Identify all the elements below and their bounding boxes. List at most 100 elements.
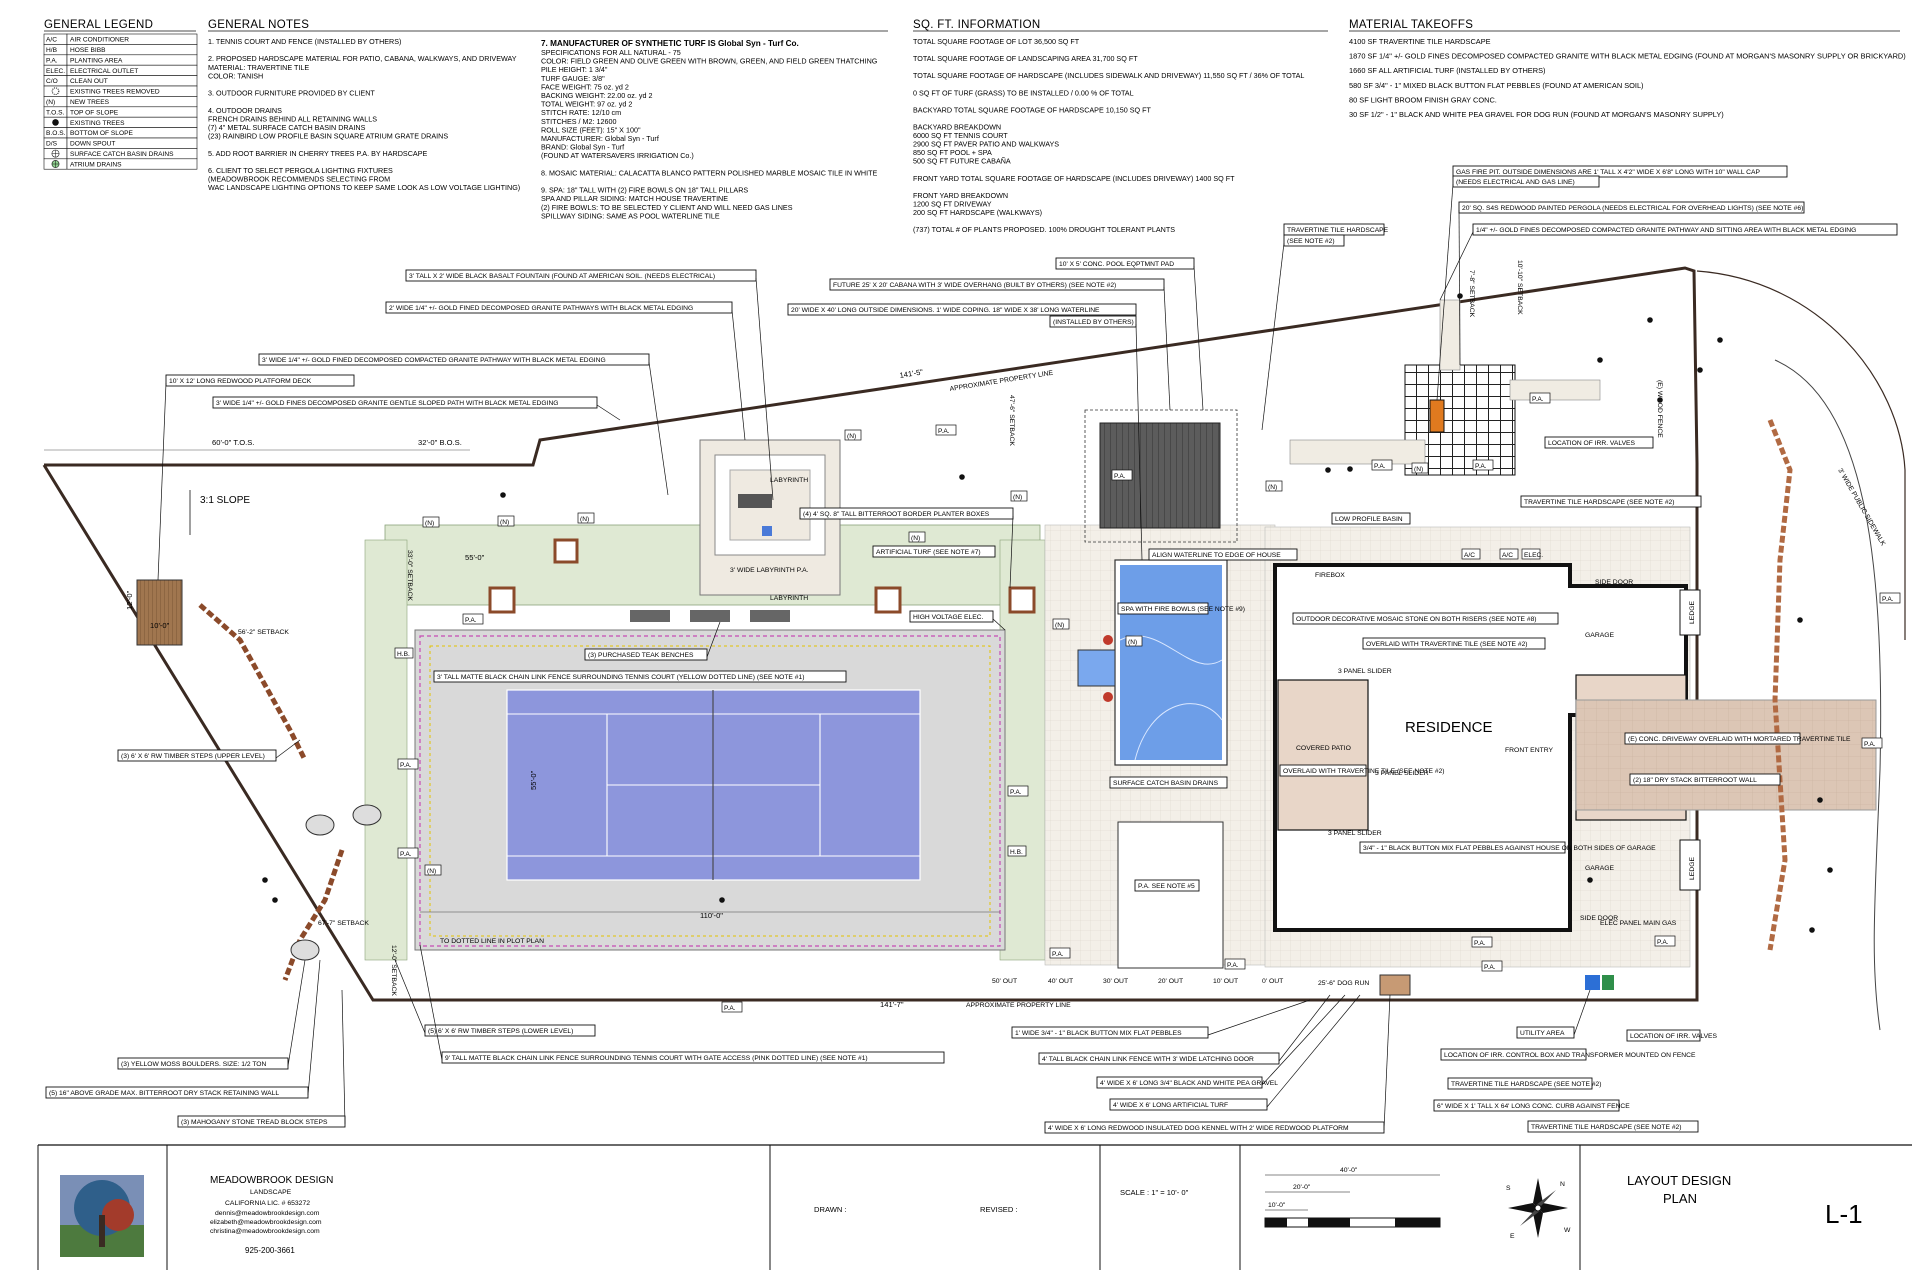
setback-12: 12'-0" SETBACK: [390, 945, 397, 996]
callout-tread-steps: (3) MAHOGANY STONE TREAD BLOCK STEPS: [177, 1115, 346, 1128]
retaining-wall-lower: [282, 849, 345, 981]
new-tree-tag: (N): [908, 531, 926, 543]
callout-pebbles-house-text: 3/4" - 1" BLACK BUTTON MIX FLAT PEBBLES …: [1363, 845, 1656, 852]
callout-dg-sitting-area: 1/4" +/- GOLD FINES DECOMPOSED COMPACTED…: [1472, 223, 1898, 236]
leader-line: [157, 382, 167, 581]
note-line: 1870 SF 1/4" +/- GOLD FINES DECOMPOSED C…: [1349, 52, 1906, 61]
email-3[interactable]: christina@meadowbrookdesign.com: [210, 1228, 320, 1235]
callout-pool-dims-text: 20' WIDE X 40' LONG OUTSIDE DIMENSIONS. …: [791, 307, 1100, 314]
company-sub: LANDSCAPE: [250, 1189, 292, 1196]
prop-line-bottom-dim: 141'-7": [880, 1000, 904, 1009]
planting-area-tag-text: P.A.: [1532, 396, 1544, 403]
existing-tree-icon: [1325, 467, 1331, 473]
callout-irr-valves-top-text: LOCATION OF IRR. VALVES: [1548, 440, 1635, 447]
new-tree-tag-text: (N): [1414, 466, 1423, 473]
compass-w: W: [1564, 1227, 1571, 1234]
callout-dg-sitting-area-text: 1/4" +/- GOLD FINES DECOMPOSED COMPACTED…: [1476, 227, 1856, 234]
pool-out-dims: 50' OUT 40' OUT 30' OUT 20' OUT 10' OUT …: [992, 978, 1283, 985]
callout-trav-bottom-1: TRAVERTINE TILE HARDSCAPE (SEE NOTE #2): [1447, 1077, 1602, 1090]
planting-area-tag-text: P.A.: [1474, 940, 1486, 947]
leader-line: [287, 959, 306, 1067]
callout-irr-valves-top: LOCATION OF IRR. VALVES: [1544, 436, 1654, 449]
new-tree-tag-text: (N): [911, 535, 920, 542]
callout-trav-bottom-2: TRAVERTINE TILE HARDSCAPE (SEE NOTE #2): [1527, 1120, 1699, 1133]
planting-area-tag: P.A.: [462, 613, 484, 625]
note-line: BACKYARD BREAKDOWN: [913, 123, 1001, 132]
callout-pool-dims: 20' WIDE X 40' LONG OUTSIDE DIMENSIONS. …: [787, 303, 1137, 316]
note-line: PILE HEIGHT: 1 3/4": [541, 65, 608, 74]
callout-dry-stack: (2) 18" DRY STACK BITTERROOT WALL: [1629, 773, 1781, 786]
callout-pa-note5: P.A. SEE NOTE #5: [1134, 879, 1200, 892]
planting-area-south-pool: [1117, 821, 1224, 969]
planting-area-tag: P.A.: [721, 1001, 743, 1013]
sheet-title-1: LAYOUT DESIGN: [1627, 1173, 1731, 1188]
callout-overlay-trav-text: OVERLAID WITH TRAVERTINE TILE (SEE NOTE …: [1366, 641, 1528, 648]
scale-40: 40'-0": [1340, 1167, 1358, 1174]
callout-low-profile-text: LOW PROFILE BASIN: [1335, 516, 1403, 523]
callout-driveway-text: (E) CONC. DRIVEWAY OVERLAID WITH MORTARE…: [1628, 736, 1851, 743]
new-tree-tag-text: (N): [1268, 484, 1277, 491]
new-tree-tag: (N): [1052, 618, 1070, 630]
legend-desc: SURFACE CATCH BASIN DRAINS: [70, 151, 174, 158]
tennis-court-lines: [507, 690, 920, 880]
note-line: FRONT YARD TOTAL SQUARE FOOTAGE OF HARDS…: [913, 174, 1235, 183]
callout-teak-benches: (3) PURCHASED TEAK BENCHES: [584, 648, 708, 661]
teak-bench-1: [630, 610, 670, 622]
existing-tree-icon: [719, 897, 725, 903]
legend-desc: ATRIUM DRAINS: [70, 161, 122, 168]
planting-area-tag: P.A.: [1111, 469, 1133, 481]
callout-irr-valves-bottom-text: LOCATION OF IRR. VALVES: [1630, 1033, 1717, 1040]
callout-dg-pathways: 2' WIDE 1/4" +/- GOLD FINED DECOMPOSED G…: [385, 301, 733, 314]
callout-black-pebbles: 1' WIDE 3/4" - 1" BLACK BUTTON MIX FLAT …: [1011, 1026, 1209, 1039]
note-line: FRONT YARD BREAKDOWN: [913, 191, 1008, 200]
north-arrow-icon: N E S W: [1506, 1178, 1571, 1240]
legend-desc: TOP OF SLOPE: [70, 109, 119, 116]
callout-dog-kennel: 4' WIDE X 6' LONG REDWOOD INSULATED DOG …: [1044, 1121, 1385, 1134]
callout-fire-pit: GAS FIRE PIT. OUTSIDE DIMENSIONS ARE 1' …: [1452, 165, 1788, 178]
note-line: 4100 SF TRAVERTINE TILE HARDSCAPE: [1349, 37, 1491, 46]
leader-line: [394, 959, 426, 1034]
property-line-outline: [42, 266, 1699, 1002]
legend-code-cell: [43, 85, 68, 97]
setback-10: 10'-10" SETBACK: [1516, 260, 1523, 315]
legend-desc: BOTTOM OF SLOPE: [70, 130, 133, 137]
note-line: (FOUND AT WATERSAVERS IRRIGATION Co.): [541, 151, 694, 160]
out-40: 40' OUT: [1048, 978, 1073, 985]
callout-low-profile: LOW PROFILE BASIN: [1331, 512, 1411, 525]
callout-fence-yellow: 3' TALL MATTE BLACK CHAIN LINK FENCE SUR…: [433, 670, 847, 683]
email-1[interactable]: dennis@meadowbrookdesign.com: [215, 1210, 320, 1217]
new-tree-tag-text: (N): [500, 519, 509, 526]
new-tree-tag-text: (N): [425, 520, 434, 527]
existing-tree-icon: [1587, 877, 1593, 883]
callout-surface-basin-text: SURFACE CATCH BASIN DRAINS: [1113, 780, 1219, 787]
callout-timber-steps-upper-text: (3) 6' X 6' RW TIMBER STEPS (UPPER LEVEL…: [121, 753, 265, 760]
note-line: 2900 SQ FT PAVER PATIO AND WALKWAYS: [913, 140, 1059, 149]
planting-area-tag-text: P.A.: [1864, 741, 1876, 748]
planting-area-tag: P.A.: [1879, 592, 1901, 604]
existing-tree-icon: [1827, 867, 1833, 873]
existing-tree-icon: [1597, 357, 1603, 363]
covered-patio-label: COVERED PATIO: [1296, 745, 1351, 752]
callout-timber-steps-upper: (3) 6' X 6' RW TIMBER STEPS (UPPER LEVEL…: [117, 749, 277, 762]
gas-fire-pit: [1429, 399, 1445, 433]
email-2[interactable]: elizabeth@meadowbrookdesign.com: [210, 1219, 322, 1226]
leader-line: [1163, 286, 1171, 411]
covered-patio: [1277, 679, 1369, 831]
callout-pergola-text: 20' SQ. S4S REDWOOD PAINTED PERGOLA (NEE…: [1462, 205, 1803, 212]
callout-dg-pathways-text: 2' WIDE 1/4" +/- GOLD FINED DECOMPOSED G…: [389, 305, 693, 312]
wood-fence-label: (E) WOOD FENCE: [1656, 380, 1663, 438]
callout-installed-by-others: (INSTALLED BY OTHERS): [1049, 315, 1137, 328]
material-takeoffs: MATERIAL TAKEOFFS 4100 SF TRAVERTINE TIL…: [1349, 19, 1906, 119]
three-panel-bottom: 3 PANEL SLIDER: [1328, 830, 1382, 837]
existing-tree-icon: [500, 492, 506, 498]
new-tree-tag: (N): [1411, 462, 1429, 474]
setback-33: 33'-0" SETBACK: [406, 550, 413, 601]
note-line: ROLL SIZE (FEET): 15" X 100": [541, 125, 641, 134]
planting-area-tag-text: P.A.: [1052, 951, 1064, 958]
leader-line: [275, 739, 301, 759]
note-line: 580 SF 3/4" - 1" MIXED BLACK BUTTON FLAT…: [1349, 81, 1644, 90]
fire-bowl-2: [1103, 692, 1113, 702]
elec-outlet-tag-text: ELEC.: [1524, 552, 1543, 559]
legend-desc: DOWN SPOUT: [70, 141, 115, 148]
callout-utility-area-text: UTILITY AREA: [1520, 1030, 1565, 1037]
